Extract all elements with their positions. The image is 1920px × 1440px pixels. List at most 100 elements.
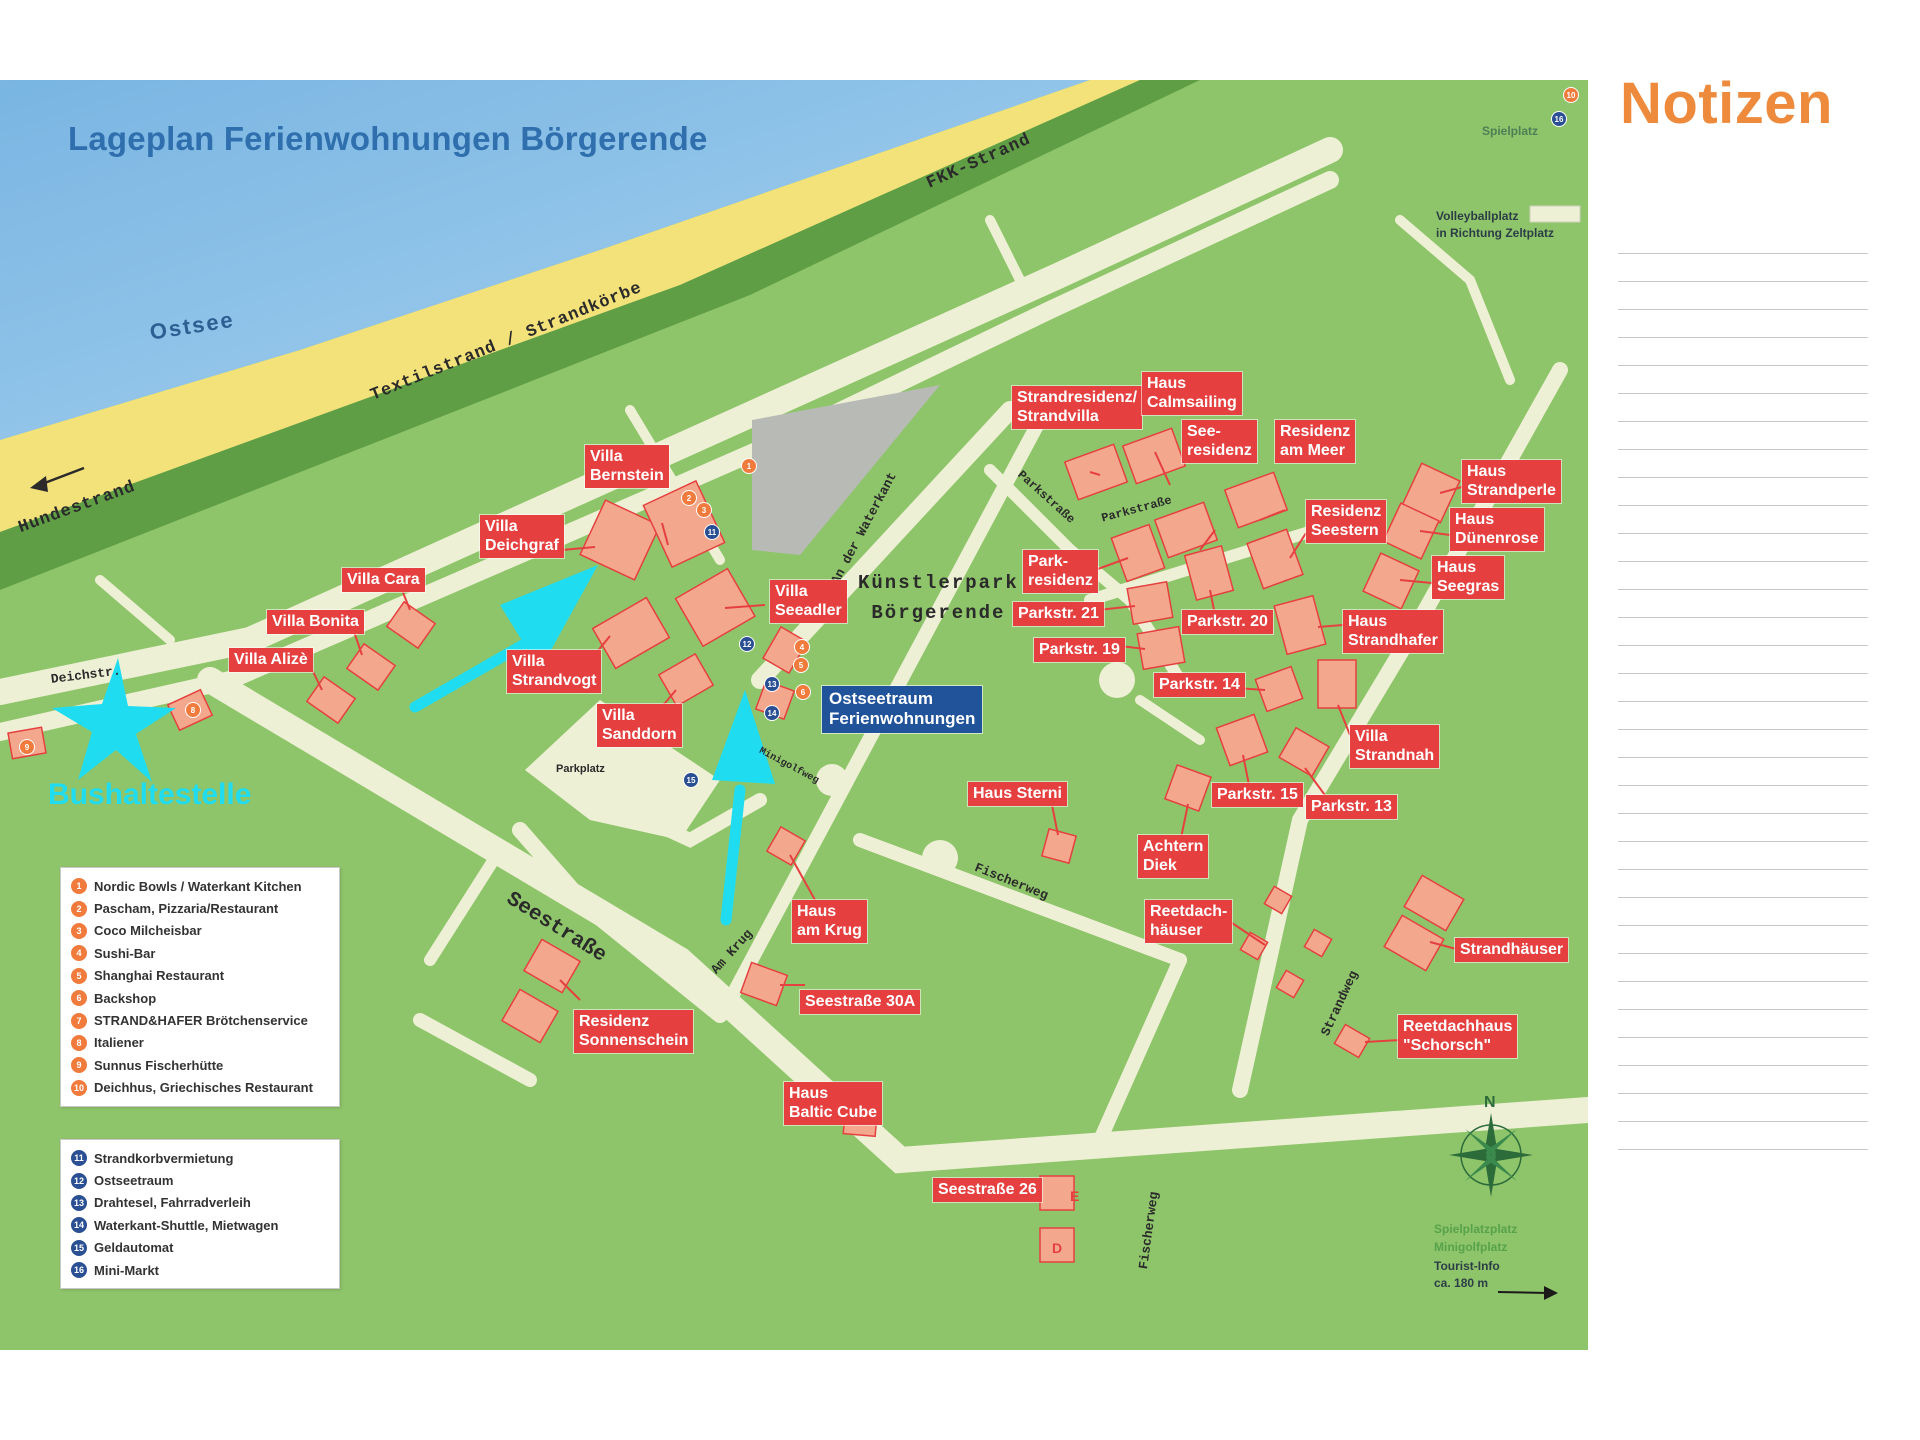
- building-label: See- residenz: [1182, 420, 1257, 463]
- notes-line[interactable]: [1618, 646, 1868, 674]
- leader-strandnah: [1337, 704, 1351, 736]
- legend-number: 9: [71, 1057, 87, 1074]
- notes-line[interactable]: [1618, 814, 1868, 842]
- notes-line[interactable]: [1618, 422, 1868, 450]
- notes-line[interactable]: [1618, 478, 1868, 506]
- building-label: Haus Baltic Cube: [784, 1082, 883, 1125]
- road-sonnenschein: [413, 1013, 537, 1087]
- legend-number: 11: [71, 1150, 87, 1167]
- spielplatz-label: Spielplatz: [1482, 124, 1539, 138]
- building-label: Villa Cara: [342, 568, 425, 592]
- parkplatz-label: Parkplatz: [556, 763, 605, 775]
- spielplatzplatz-label: Spielplatzplatz: [1434, 1222, 1518, 1236]
- minigolfplatz-label: Minigolfplatz: [1434, 1240, 1508, 1254]
- notes-line[interactable]: [1618, 1122, 1868, 1150]
- notes-line[interactable]: [1618, 1066, 1868, 1094]
- map-marker: 4: [795, 640, 809, 654]
- legend-label: Italiener: [94, 1035, 144, 1051]
- building-label: Villa Bernstein: [585, 445, 669, 488]
- notes-line[interactable]: [1618, 506, 1868, 534]
- notes-line[interactable]: [1618, 618, 1868, 646]
- leader-seegras: [1399, 579, 1433, 584]
- hundestrand-arrow-head: [30, 476, 48, 492]
- notes-line[interactable]: [1618, 282, 1868, 310]
- notes-line[interactable]: [1618, 226, 1868, 254]
- leader-strandperle: [1439, 486, 1463, 494]
- building-seestrasse-30a: [739, 961, 789, 1007]
- legend-number: 2: [71, 900, 87, 917]
- building-label: Park- residenz: [1023, 550, 1098, 593]
- building-strandhaeuser-2: [1383, 914, 1445, 972]
- notes-line[interactable]: [1618, 898, 1868, 926]
- notes-line[interactable]: [1618, 1010, 1868, 1038]
- notes-line[interactable]: [1618, 954, 1868, 982]
- leader-seeadler: [724, 604, 766, 609]
- notes-line[interactable]: [1618, 366, 1868, 394]
- notes-line[interactable]: [1618, 394, 1868, 422]
- building-sonnenschein-2: [500, 988, 560, 1044]
- notes-line[interactable]: [1618, 870, 1868, 898]
- leader-deichgraf: [561, 546, 596, 551]
- notes-line[interactable]: [1618, 590, 1868, 618]
- notes-line[interactable]: [1618, 534, 1868, 562]
- building-shop-1: [761, 625, 809, 675]
- legend-label: Shanghai Restaurant: [94, 968, 225, 984]
- legend-row: 2 Pascham, Pizzaria/Restaurant: [71, 897, 329, 919]
- notes-line[interactable]: [1618, 674, 1868, 702]
- legend-label: Sushi-Bar: [94, 945, 156, 961]
- legend-number: 16: [71, 1262, 87, 1279]
- notes-lines[interactable]: [1618, 226, 1868, 1150]
- compass-north-label: N: [1484, 1094, 1496, 1111]
- map-title: Lageplan Ferienwohnungen Börgerende: [68, 120, 708, 157]
- notes-line[interactable]: [1618, 338, 1868, 366]
- legend-number: 1: [71, 878, 87, 895]
- map-marker: 11: [705, 525, 719, 539]
- leader-bernstein: [661, 522, 669, 546]
- house-letter-d: D: [1052, 1240, 1063, 1256]
- building-haus-duenenrose: [1382, 502, 1440, 560]
- leader-sonnenschein: [559, 979, 581, 1001]
- legend-label: Mini-Markt: [94, 1262, 159, 1278]
- notes-line[interactable]: [1618, 926, 1868, 954]
- building-label: Achtern Diek: [1138, 835, 1209, 878]
- notes-line[interactable]: [1618, 786, 1868, 814]
- notes-line[interactable]: [1618, 730, 1868, 758]
- building-label: Parkstr. 20: [1182, 610, 1273, 634]
- tourist-info-arrow-head: [1544, 1286, 1558, 1300]
- building-parkstr-20: [1183, 544, 1235, 602]
- notes-line[interactable]: [1618, 562, 1868, 590]
- legend-number: 3: [71, 922, 87, 939]
- building-label: Villa Alizè: [229, 648, 313, 672]
- building-strandhaeuser-1: [1403, 874, 1465, 932]
- notes-line[interactable]: [1618, 1038, 1868, 1066]
- building-parkstr-19: [1136, 625, 1186, 671]
- building-label: Villa Strandvogt: [507, 650, 602, 693]
- road-west-spur: [424, 844, 506, 966]
- notes-line[interactable]: [1618, 310, 1868, 338]
- notes-line[interactable]: [1618, 702, 1868, 730]
- legend-label: Geldautomat: [94, 1240, 174, 1256]
- bus-stop-star-icon: [52, 658, 176, 782]
- legend-label: Waterkant-Shuttle, Mietwagen: [94, 1217, 279, 1233]
- building-label: Seestraße 30A: [800, 990, 921, 1014]
- building-label: Haus am Krug: [792, 900, 867, 943]
- building-label: Villa Bonita: [267, 610, 364, 634]
- legend-label: Pascham, Pizzaria/Restaurant: [94, 901, 279, 917]
- notes-line[interactable]: [1618, 254, 1868, 282]
- map-marker: 6: [796, 685, 810, 699]
- notes-line[interactable]: [1618, 842, 1868, 870]
- notes-line[interactable]: [1618, 758, 1868, 786]
- notes-line[interactable]: [1618, 982, 1868, 1010]
- notes-line[interactable]: [1618, 1094, 1868, 1122]
- notes-line[interactable]: [1618, 450, 1868, 478]
- leader-parkstr-21: [1097, 605, 1136, 611]
- building-seestrasse-26-d: [1039, 1227, 1075, 1263]
- building-parkstr-14: [1254, 665, 1304, 713]
